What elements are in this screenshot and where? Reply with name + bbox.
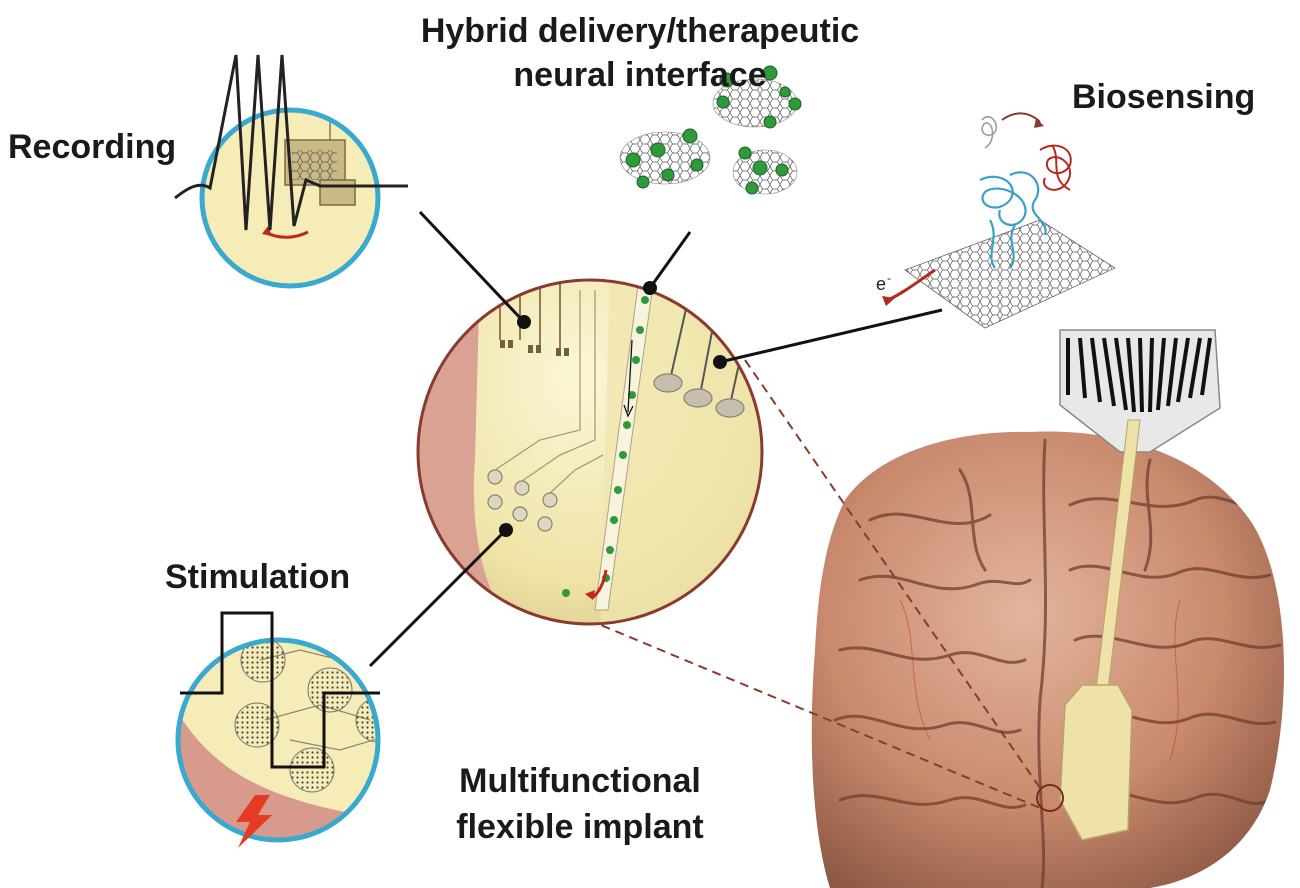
graphene-nanoparticle-icon (619, 65, 802, 195)
neural-probe-icon (1036, 329, 1221, 841)
recording-label: Recording (8, 128, 177, 166)
electron-symbol: e (876, 274, 886, 294)
implant-magnified-view (416, 278, 764, 626)
recording-marker-dot (517, 315, 531, 329)
leader-lines (368, 210, 943, 668)
spike-waveform-icon (174, 54, 408, 231)
biosensing-label: Biosensing (1072, 78, 1256, 116)
zoom-guide-lines (559, 359, 1041, 809)
biosensing-marker-dot (713, 355, 727, 369)
hybrid-label-line1: Hybrid delivery/therapeutic (420, 12, 860, 50)
brain-illustration (811, 431, 1284, 888)
electron-charge: - (887, 271, 891, 285)
stimulation-label: Stimulation (165, 558, 351, 596)
stimulation-marker-dot (499, 523, 513, 537)
recording-callout (199, 107, 381, 289)
hybrid-label-line2: neural interface (513, 56, 767, 94)
protein-on-graphene-icon: e - (876, 112, 1116, 329)
implant-label-line2: flexible implant (456, 808, 704, 846)
lightning-bolt-icon (236, 795, 272, 848)
square-pulse-icon (180, 611, 380, 769)
stimulation-callout (175, 637, 381, 848)
delivery-marker-dot (643, 281, 657, 295)
implant-label-line1: Multifunctional (459, 762, 701, 800)
